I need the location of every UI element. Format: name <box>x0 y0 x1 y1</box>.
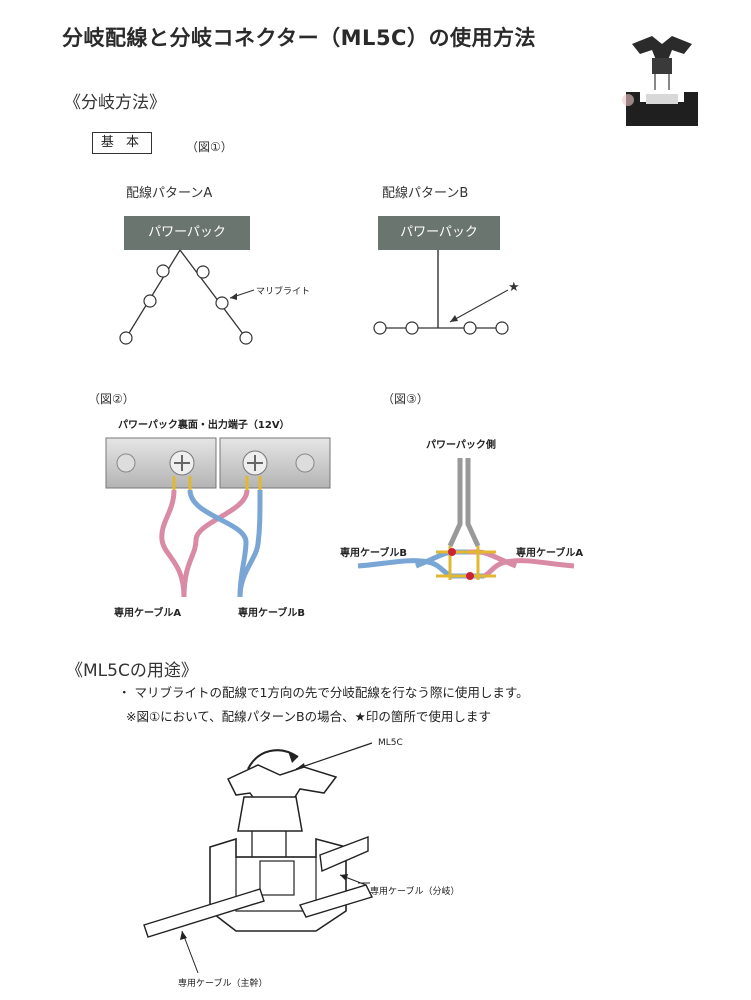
pattern-a-callout: マリブライト <box>256 287 311 297</box>
section-heading-branch-method: 《分岐方法》 <box>64 93 166 113</box>
pattern-a-diagram <box>119 249 255 345</box>
fig3-junction-diagram <box>357 458 575 580</box>
fig3-left-label: 専用ケーブルB <box>340 548 408 559</box>
fig3-right-label: 専用ケーブルA <box>516 548 584 559</box>
fig2-cable-b: 専用ケーブルB <box>238 608 306 619</box>
pattern-b-power-pack: パワーパック <box>378 216 500 250</box>
section-heading-usage: 《ML5Cの用途》 <box>66 661 198 681</box>
page-title: 分岐配線と分岐コネクター（ML5C）の使用方法 <box>62 26 536 50</box>
pattern-b-label: 配線パターンB <box>382 186 469 201</box>
fig2-cable-a: 専用ケーブルA <box>114 608 182 619</box>
ml5c-illustration <box>143 742 373 974</box>
fig3-label: （図③） <box>382 392 429 406</box>
basic-label: 基 本 <box>92 132 152 154</box>
branch-cable-label: 専用ケーブル（分岐） <box>370 887 460 897</box>
main-cable-label: 専用ケーブル（主幹） <box>178 979 268 989</box>
fig3-top-label: パワーパック側 <box>426 440 496 451</box>
usage-line-1: ・ マリブライトの配線で1方向の先で分岐配線を行なう際に使用します。 <box>118 685 529 700</box>
usage-line-2: ※図①において、配線パターンBの場合、★印の箇所で使用します <box>126 709 491 724</box>
pattern-a-label: 配線パターンA <box>126 186 213 201</box>
fig2-terminal-diagram <box>105 437 331 598</box>
fig1-label: （図①） <box>186 140 233 154</box>
fig2-header: パワーパック裏面・出力端子（12V） <box>118 420 290 431</box>
connector-photo <box>622 36 698 126</box>
pattern-b-diagram <box>373 250 509 335</box>
star-mark: ★ <box>508 280 520 295</box>
ml5c-label: ML5C <box>378 738 403 748</box>
fig2-label: （図②） <box>88 392 135 406</box>
pattern-a-power-pack: パワーパック <box>124 216 250 250</box>
